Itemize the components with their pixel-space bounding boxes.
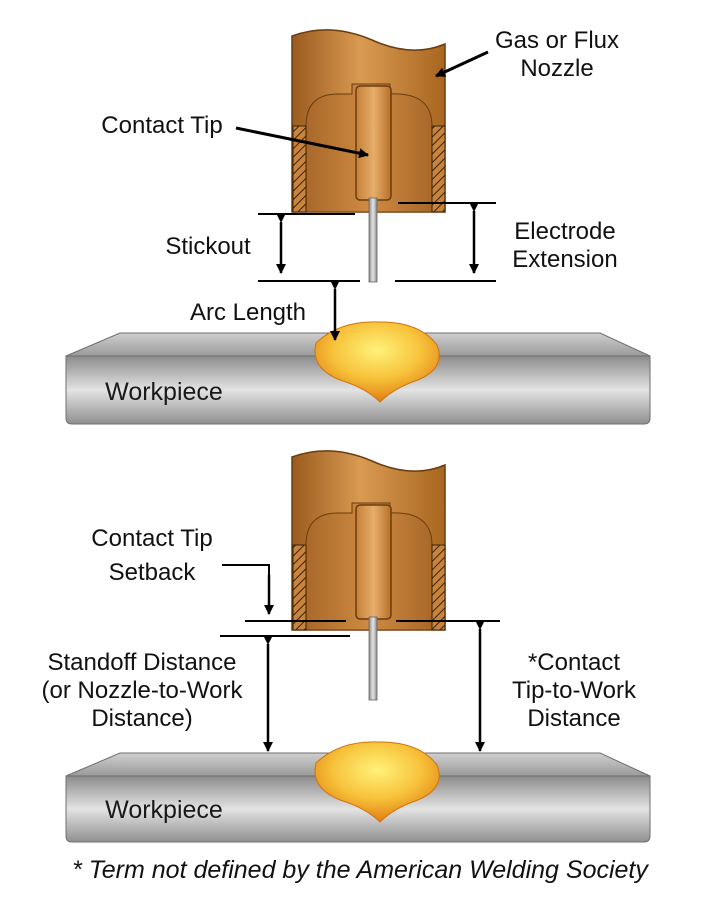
nozzle-top [291,29,446,213]
leader-arrows-top [235,50,489,159]
top-diagram: Gas or Flux Nozzle Contact Tip Stickout … [65,27,651,425]
standoff-label-line3: Distance) [91,705,192,732]
stickout-label: Stickout [165,233,251,260]
contact-tip-to-work-label-line2: Tip-to-Work [512,677,637,704]
setback-label-line2: Setback [109,559,197,586]
weld-pool-top [314,321,440,403]
electrode-extension-label-line2: Extension [512,246,617,273]
nozzle-label-line2: Nozzle [520,55,593,82]
weld-pool-bottom [314,741,440,823]
contact-tip-label: Contact Tip [101,112,222,139]
workpiece-label-top: Workpiece [105,378,223,406]
contact-tip-bottom [355,504,392,620]
footnote: * Term not defined by the American Weldi… [72,856,649,884]
contact-tip-top [355,85,392,201]
contact-tip-to-work-label-line3: Distance [527,705,620,732]
dimension-arrows-top [276,202,479,341]
bottom-diagram: Contact Tip Setback Standoff Distance (o… [42,450,651,843]
electrode-wire-top [368,197,378,283]
reference-lines-top [258,202,496,282]
arc-length-label: Arc Length [190,299,306,326]
electrode-wire-bottom [368,616,378,701]
workpiece-plate-top [65,332,651,425]
electrode-extension-label-line1: Electrode [514,218,615,245]
standoff-label-line2: (or Nozzle-to-Work [42,677,244,704]
contact-tip-leader [235,126,369,159]
standoff-label-line1: Standoff Distance [47,649,236,676]
contact-tip-to-work-label-line1: *Contact [528,649,620,676]
nozzle-label-line1: Gas or Flux [495,27,619,54]
workpiece-label-bottom: Workpiece [105,796,223,824]
setback-label-line1: Contact Tip [91,525,212,552]
nozzle-leader [435,50,489,78]
dimension-arrows-bottom [263,575,485,752]
